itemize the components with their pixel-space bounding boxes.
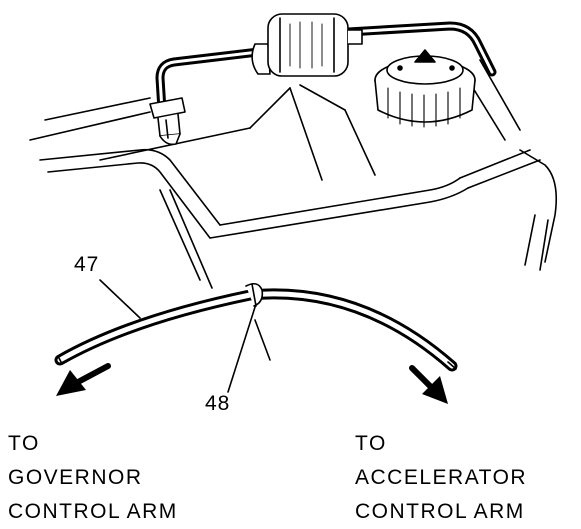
right-label-line-3: CONTROL ARM: [355, 500, 525, 523]
tank-body: [29, 59, 558, 361]
arrow-left-icon: [56, 363, 111, 396]
fuel-hose: [155, 21, 497, 115]
right-label-line-2: ACCELERATOR: [355, 466, 528, 489]
callout-47: 47: [74, 253, 100, 276]
callout-48: 48: [205, 392, 231, 415]
right-label-line-1: TO: [355, 432, 387, 455]
leader-line-48: [227, 303, 257, 393]
left-label-line-2: GOVERNOR: [8, 466, 143, 489]
leader-line-47: [99, 279, 141, 319]
left-label-line-3: CONTROL ARM: [8, 500, 178, 523]
hose-fitting: [149, 97, 186, 146]
filler-cap: [374, 49, 476, 128]
arrow-right-icon: [409, 365, 448, 404]
fuel-filter: [251, 13, 363, 77]
left-label-line-1: TO: [8, 432, 40, 455]
cable-clip: [245, 282, 264, 307]
